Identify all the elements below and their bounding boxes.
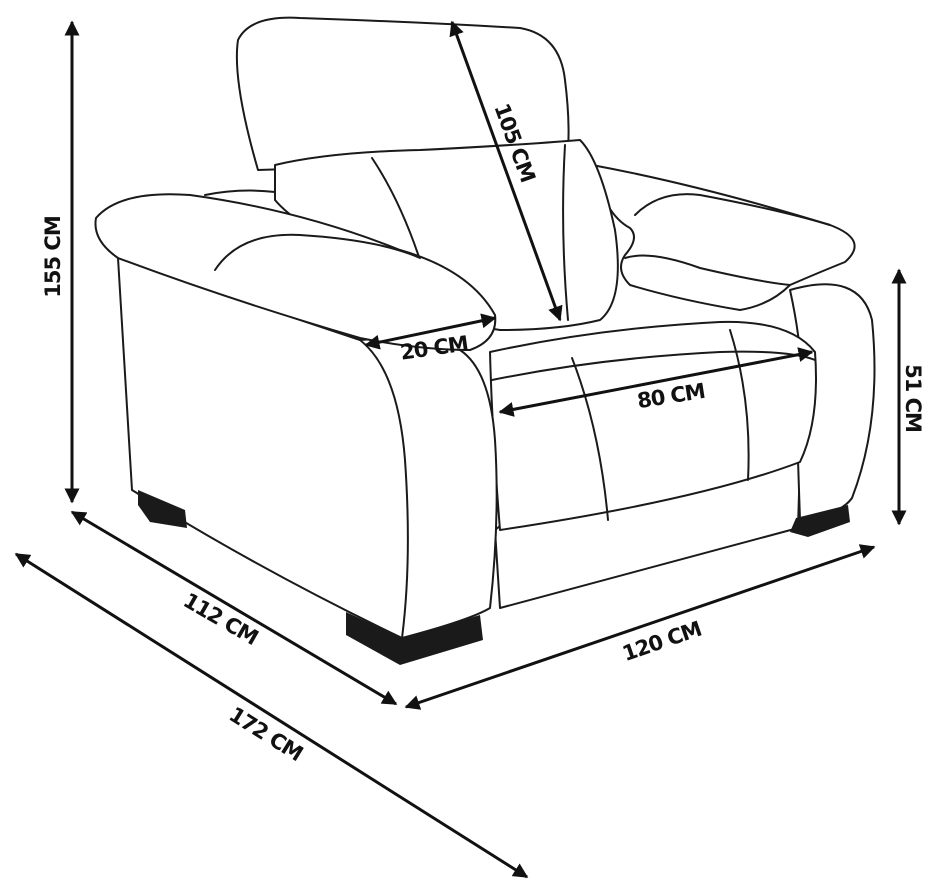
dim-line-20 xyxy=(364,313,497,350)
label-height-total: 155 CM xyxy=(41,216,65,297)
label-width: 120 CM xyxy=(619,617,704,666)
left-armrest-seam xyxy=(214,233,421,271)
right-armrest-seam xyxy=(624,254,791,286)
dim-line-172 xyxy=(14,552,529,879)
left-armrest-back xyxy=(204,189,276,196)
dim-line-80 xyxy=(498,347,814,417)
dim-line-105 xyxy=(449,20,563,322)
foot-right xyxy=(790,505,850,537)
right-armrest-inner xyxy=(634,193,831,226)
back-cushion-seam-right xyxy=(562,144,569,321)
label-seat-height: 51 CM xyxy=(901,364,925,432)
label-depth: 112 CM xyxy=(179,588,262,650)
back-cushion-seam-left xyxy=(371,157,421,261)
dimension-lines xyxy=(14,20,907,879)
